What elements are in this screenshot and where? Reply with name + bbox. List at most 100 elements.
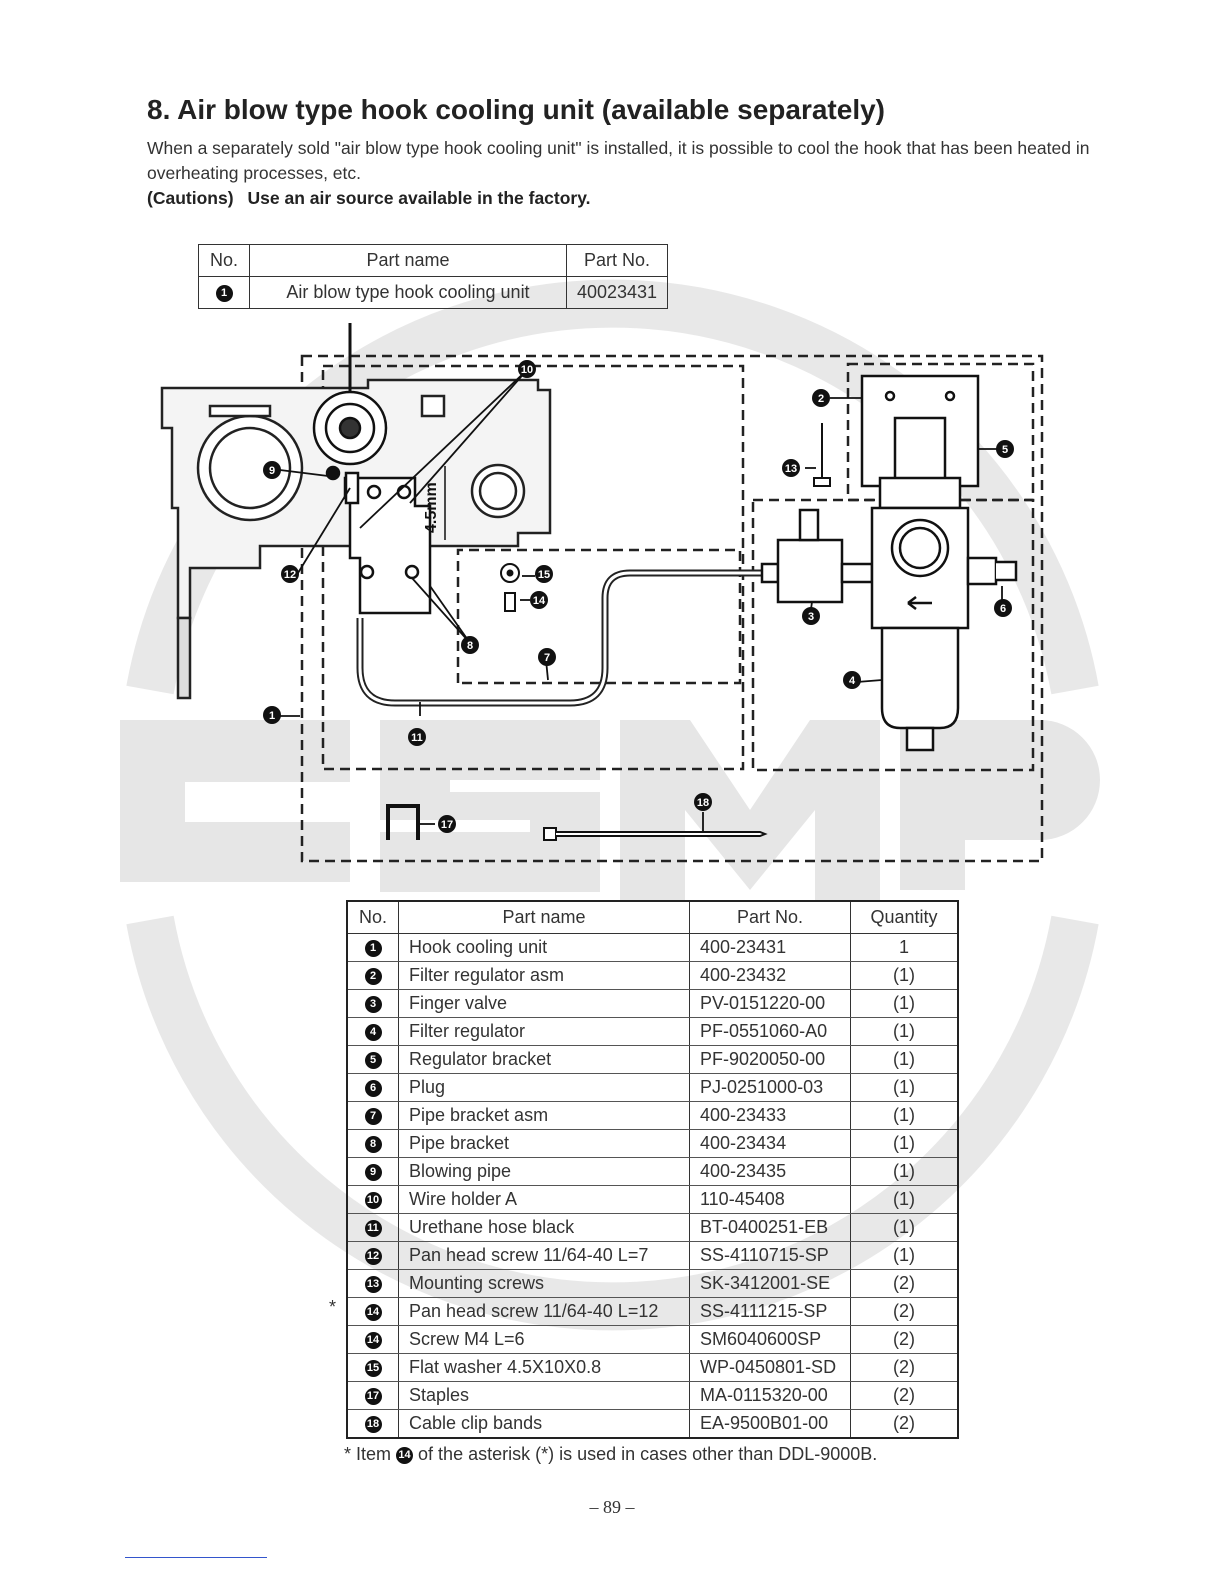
svg-text:11: 11 [411,732,423,744]
row-number-cell: 4 [346,1017,399,1046]
row-quantity: (1) [850,1073,959,1102]
row-part-name: Plug [398,1073,690,1102]
row-part-name: Hook cooling unit [398,933,690,962]
callouts: 10 9 12 8 7 15 14 11 1 2 13 5 6 3 4 18 1… [263,360,1014,833]
row-part-no: SK-3412001-SE [689,1269,851,1298]
row-quantity: (2) [850,1325,959,1354]
row-quantity: (1) [850,1101,959,1130]
row-part-name: Cable clip bands [398,1409,690,1439]
row-part-name: Pan head screw 11/64-40 L=12 [398,1297,690,1326]
finger-valve [760,508,874,604]
row-part-no: PV-0151220-00 [689,989,851,1018]
callout-18: 18 [694,793,712,811]
row-number-cell: 6 [346,1073,399,1102]
row-quantity: (1) [850,1241,959,1270]
number-badge: 8 [364,1135,382,1153]
parts-diagram: 4.5mm [160,323,1044,863]
row-number-cell: 1 [346,933,399,962]
callout-3: 3 [802,607,820,625]
caution: (Cautions)Use an air source available in… [147,188,591,209]
row-part-name: Flat washer 4.5X10X0.8 [398,1353,690,1382]
header-part-name: Part name [398,901,690,934]
parts-header-row: No. Part name Part No. Quantity [346,901,959,934]
svg-text:9: 9 [269,465,275,477]
row-part-name: Blowing pipe [398,1157,690,1186]
number-badge: 17 [364,1387,382,1405]
summary-name-cell: Air blow type hook cooling unit [249,276,567,309]
svg-text:18: 18 [697,797,709,809]
dimension-label: 4.5mm [423,482,440,533]
callout-15: 15 [535,565,553,583]
row-part-no: PF-9020050-00 [689,1045,851,1074]
callout-1: 1 [263,706,281,724]
row-quantity: (1) [850,1129,959,1158]
callout-12: 12 [281,565,299,583]
callout-4: 4 [843,671,861,689]
row-number-cell: 18 [346,1409,399,1439]
row-part-no: WP-0450801-SD [689,1353,851,1382]
row-quantity: (1) [850,961,959,990]
header-part-no: Part No. [689,901,851,934]
callout-8: 8 [461,636,479,654]
svg-text:7: 7 [544,652,550,664]
svg-text:2: 2 [818,393,824,405]
row-part-name: Filter regulator [398,1017,690,1046]
svg-text:5: 5 [1002,444,1008,456]
row-quantity: (2) [850,1269,959,1298]
row-quantity: (1) [850,1157,959,1186]
row-number-cell: 13 [346,1269,399,1298]
summary-row: 1 Air blow type hook cooling unit 400234… [198,276,668,309]
row-quantity: (2) [850,1409,959,1439]
summary-no-cell: 1 [198,276,250,309]
number-badge: 15 [364,1359,382,1377]
row-part-no: 400-23434 [689,1129,851,1158]
svg-text:6: 6 [1000,603,1006,615]
number-badge: 12 [364,1247,382,1265]
staple [386,804,420,840]
mounting-screw [813,423,831,487]
number-badge: 14 [364,1331,382,1349]
number-badge: 6 [364,1079,382,1097]
callout-17: 17 [438,815,456,833]
parts-table: No. Part name Part No. Quantity 1 Hook co… [346,900,959,1439]
row-part-name: Urethane hose black [398,1213,690,1242]
row-part-no: 400-23432 [689,961,851,990]
row-number-cell: 14 [346,1297,399,1326]
row-part-name: Regulator bracket [398,1045,690,1074]
row-part-no: PJ-0251000-03 [689,1073,851,1102]
row-part-name: Screw M4 L=6 [398,1325,690,1354]
row-quantity: (1) [850,1017,959,1046]
row-part-no: EA-9500B01-00 [689,1409,851,1439]
filter-regulator [860,374,1018,752]
row-number-cell: 10 [346,1185,399,1214]
row-part-name: Wire holder A [398,1185,690,1214]
row-number-cell: 14 [346,1325,399,1354]
number-badge: 4 [364,1023,382,1041]
summary-header-no: No. [198,244,250,277]
row-number-cell: 8 [346,1129,399,1158]
row-part-name: Pan head screw 11/64-40 L=7 [398,1241,690,1270]
row-part-no: BT-0400251-EB [689,1213,851,1242]
summary-header-row: No. Part name Part No. [198,244,668,277]
svg-text:13: 13 [785,463,797,475]
number-badge: 13 [364,1275,382,1293]
row-number-cell: 12 [346,1241,399,1270]
row-quantity: (1) [850,1213,959,1242]
number-badge: 1 [364,939,382,957]
row-number-cell: 2 [346,961,399,990]
svg-text:14: 14 [533,595,546,607]
number-badge: 11 [364,1219,382,1237]
summary-header-name: Part name [249,244,567,277]
